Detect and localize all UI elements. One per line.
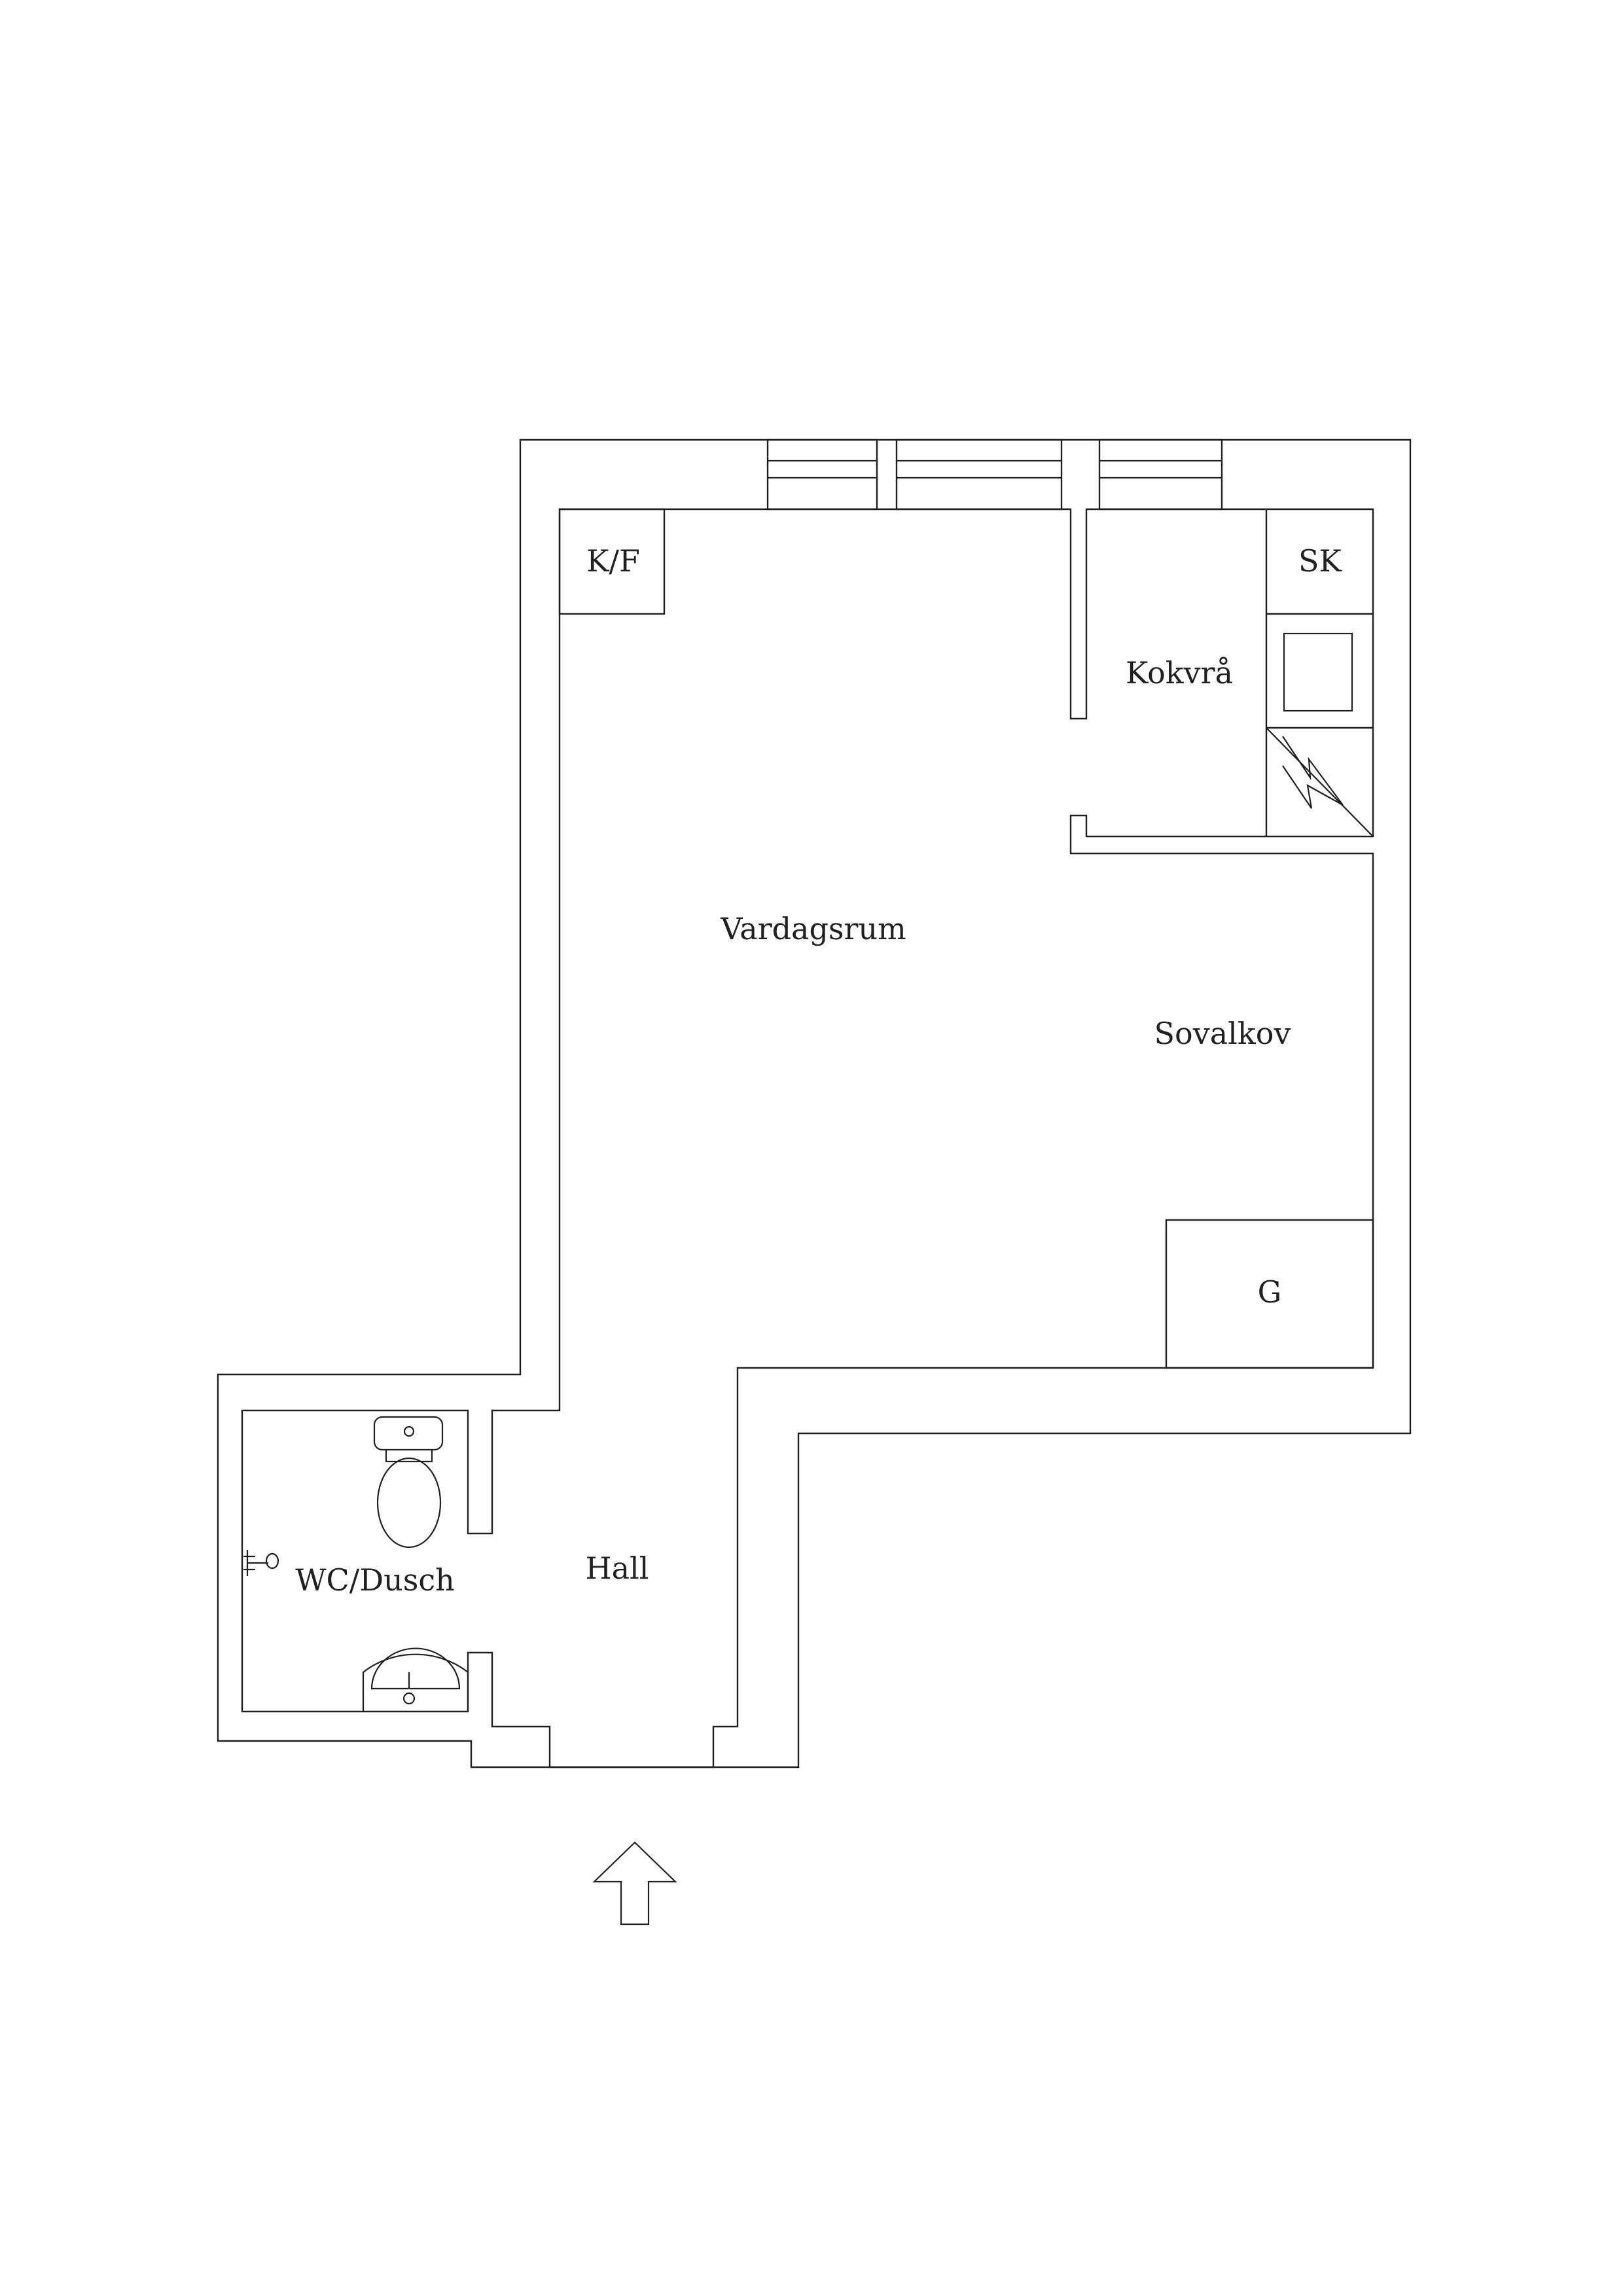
- room-label-wc-dusch: WC/Dusch: [295, 1562, 454, 1598]
- room-label-kf: K/F: [586, 543, 640, 579]
- inner-wall-main: [241, 508, 1374, 1768]
- room-label-hall: Hall: [586, 1551, 649, 1586]
- shower-icon: [243, 1550, 279, 1576]
- windows: [766, 439, 1223, 511]
- wardrobe-box: [1165, 1219, 1374, 1369]
- room-label-sk: SK: [1298, 543, 1343, 579]
- window-2: [895, 439, 1063, 511]
- entrance-arrow-icon: [592, 1841, 677, 1926]
- room-label-sovalkov: Sovalkov: [1154, 1016, 1291, 1051]
- stove-icon: [1283, 632, 1353, 712]
- kf-box: [558, 508, 666, 615]
- kitchen-counter: [1265, 509, 1374, 837]
- electrical-cabinet-icon: [1266, 727, 1374, 837]
- room-label-vardagsrum: Vardagsrum: [720, 911, 906, 946]
- room-label-kokvra: Kokvrå: [1126, 655, 1233, 691]
- outer-wall: [217, 439, 1412, 1768]
- sink-icon: [362, 1647, 469, 1712]
- window-3: [1098, 439, 1223, 511]
- room-label-g: G: [1258, 1274, 1282, 1310]
- toilet-icon: [373, 1416, 444, 1549]
- window-1: [766, 439, 878, 511]
